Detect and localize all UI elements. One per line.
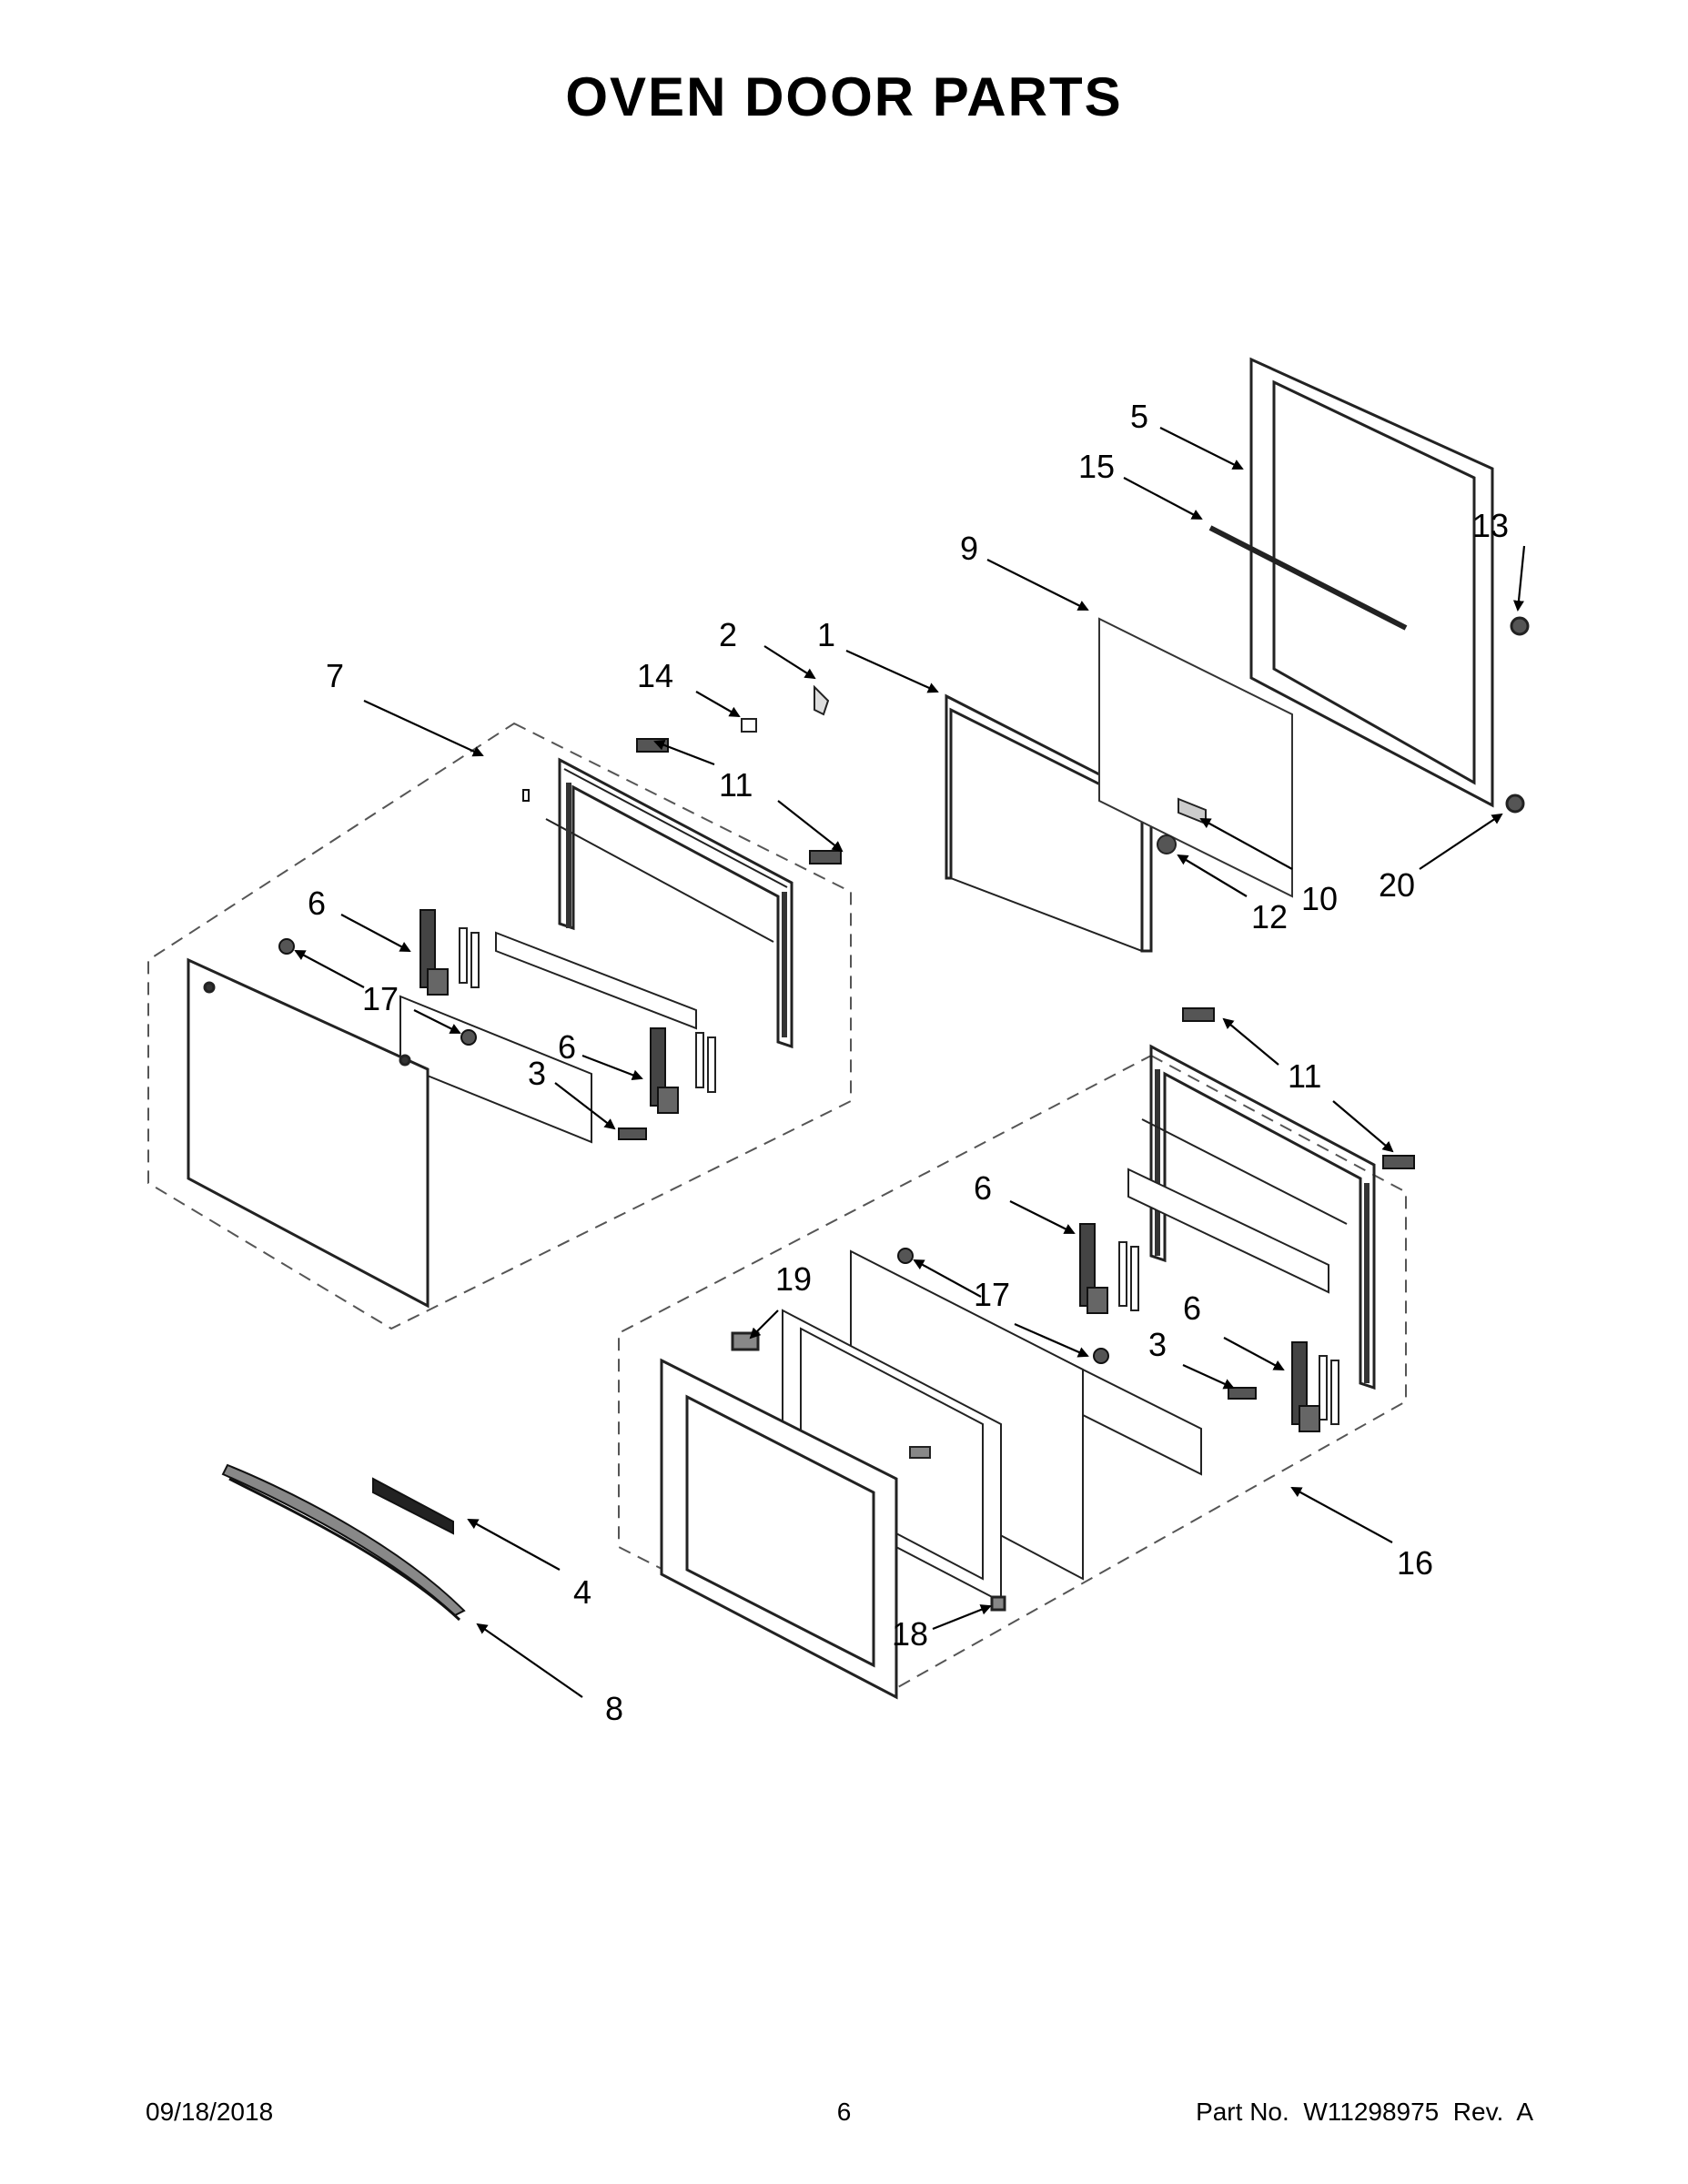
callout-4: 4 <box>573 1573 591 1611</box>
clip-and-bracket <box>741 684 830 733</box>
lower-hinges-and-fasteners <box>897 1007 1415 1432</box>
callout-10: 10 <box>1301 880 1338 917</box>
footer-part-number: Part No. W11298975 Rev. A <box>1196 2098 1533 2126</box>
callout-9: 9 <box>960 530 978 567</box>
upper-insulation-strips <box>399 927 716 1144</box>
callout-numbers: 5 15 13 9 2 1 14 7 11 10 12 20 6 17 6 3 … <box>308 398 1509 1727</box>
footer-date: 09/18/2018 <box>146 2098 274 2126</box>
callout-17-upper: 17 <box>362 980 399 1017</box>
callout-6-lower-right: 6 <box>1183 1289 1201 1327</box>
callout-13: 13 <box>1472 507 1509 544</box>
callout-17-lower: 17 <box>974 1276 1010 1313</box>
callout-1: 1 <box>817 616 835 653</box>
callout-11-lower: 11 <box>1288 1057 1321 1095</box>
upper-rear-frame <box>1208 357 1530 814</box>
upper-outer-glass-panel <box>187 957 430 1309</box>
callout-14: 14 <box>637 657 673 694</box>
callout-12: 12 <box>1251 898 1288 935</box>
callout-6-upper-left: 6 <box>308 885 326 922</box>
page-title: OVEN DOOR PARTS <box>565 66 1123 127</box>
callout-11-upper: 11 <box>719 766 753 804</box>
callout-19: 19 <box>775 1260 812 1298</box>
callout-6-lower-left: 6 <box>974 1169 992 1207</box>
inner-glass-panel <box>1098 617 1293 898</box>
upper-hinges <box>419 909 679 1114</box>
upper-inner-frame <box>545 757 793 1049</box>
callout-3-lower: 3 <box>1148 1326 1167 1363</box>
upper-door-assembly-outline <box>147 722 852 1330</box>
callout-15: 15 <box>1078 448 1115 485</box>
callout-20: 20 <box>1379 866 1415 904</box>
callout-18: 18 <box>892 1615 928 1653</box>
lower-inner-frame <box>1141 1044 1376 1390</box>
handle-and-badge <box>221 1463 466 1622</box>
callout-8: 8 <box>605 1690 623 1727</box>
footer-page-number: 6 <box>836 2098 852 2126</box>
callout-3-upper: 3 <box>528 1055 546 1092</box>
callout-2: 2 <box>719 616 737 653</box>
callout-6-upper-right: 6 <box>558 1028 576 1066</box>
leader-arrows <box>294 427 1526 1698</box>
callout-16: 16 <box>1397 1544 1433 1582</box>
callout-7: 7 <box>326 657 344 694</box>
callout-5: 5 <box>1130 398 1148 435</box>
